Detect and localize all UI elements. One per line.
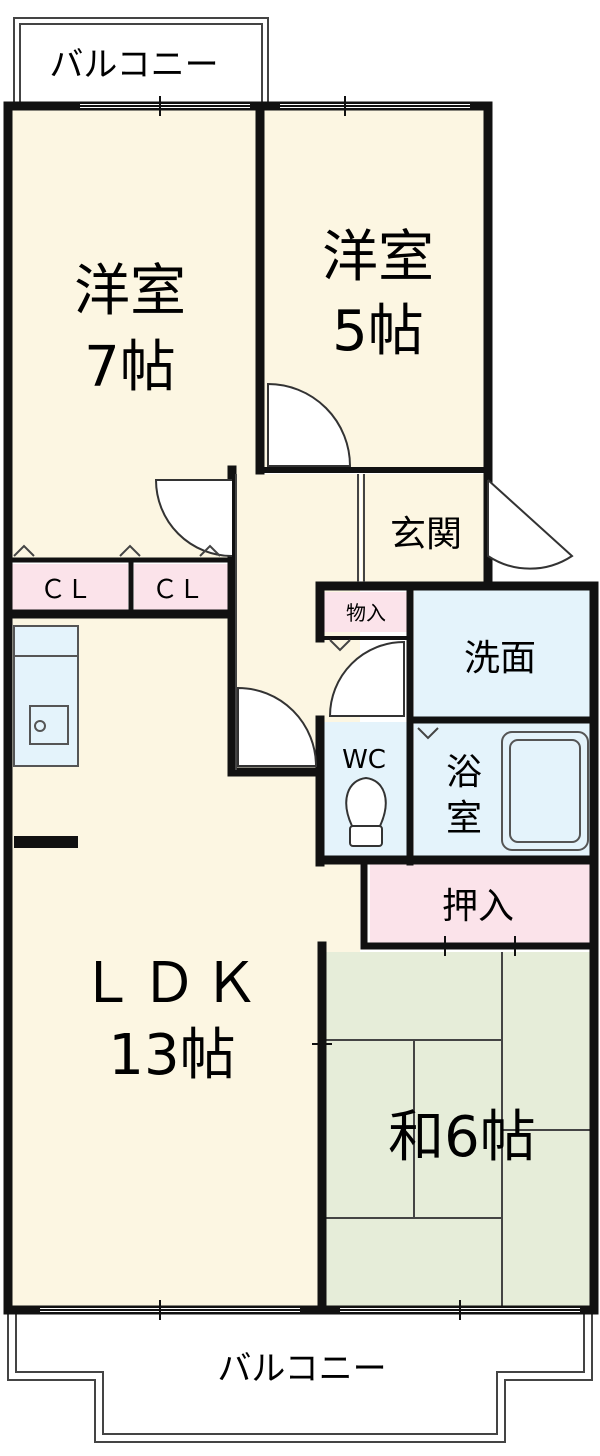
western-5-size: 5帖 <box>332 299 424 364</box>
closet-2-label: ＣＬ <box>152 575 204 605</box>
doors <box>154 382 574 767</box>
toilet <box>345 776 387 847</box>
room-oshiire <box>370 862 592 944</box>
washroom-label: 洗面 <box>464 638 536 679</box>
storage-label: 物入 <box>346 601 386 625</box>
kitchen-counter <box>13 625 79 767</box>
sliding-door-marks <box>13 544 439 740</box>
oshiire-label: 押入 <box>442 886 514 927</box>
balcony-top-label: バルコニー <box>49 45 218 85</box>
ldk-size: 13帖 <box>108 1023 235 1088</box>
room-entrance <box>362 474 484 582</box>
western-7-name: 洋室 <box>74 259 186 324</box>
western-7-size: 7帖 <box>84 335 176 400</box>
closet-1-label: ＣＬ <box>40 575 92 605</box>
ldk-name: ＬＤＫ <box>79 951 265 1016</box>
room-closet-2 <box>134 564 228 612</box>
thin-partitions <box>235 474 365 770</box>
room-closet-1 <box>10 564 128 612</box>
japanese-label: 和6帖 <box>388 1105 536 1170</box>
wc-label: WC <box>342 745 386 775</box>
entrance-label: 玄関 <box>390 514 462 555</box>
balcony-bottom <box>7 1310 593 1443</box>
bathtub <box>501 731 589 851</box>
bath-label-2: 室 <box>446 798 482 839</box>
room-storage <box>324 592 408 632</box>
bath-label-1: 浴 <box>446 752 482 793</box>
balcony-top <box>13 17 269 107</box>
counter-bar <box>14 836 78 848</box>
tatami-mats <box>326 952 592 1306</box>
room-washroom <box>414 590 592 718</box>
western-5-name: 洋室 <box>322 225 434 290</box>
balcony-bottom-label: バルコニー <box>217 1349 386 1389</box>
